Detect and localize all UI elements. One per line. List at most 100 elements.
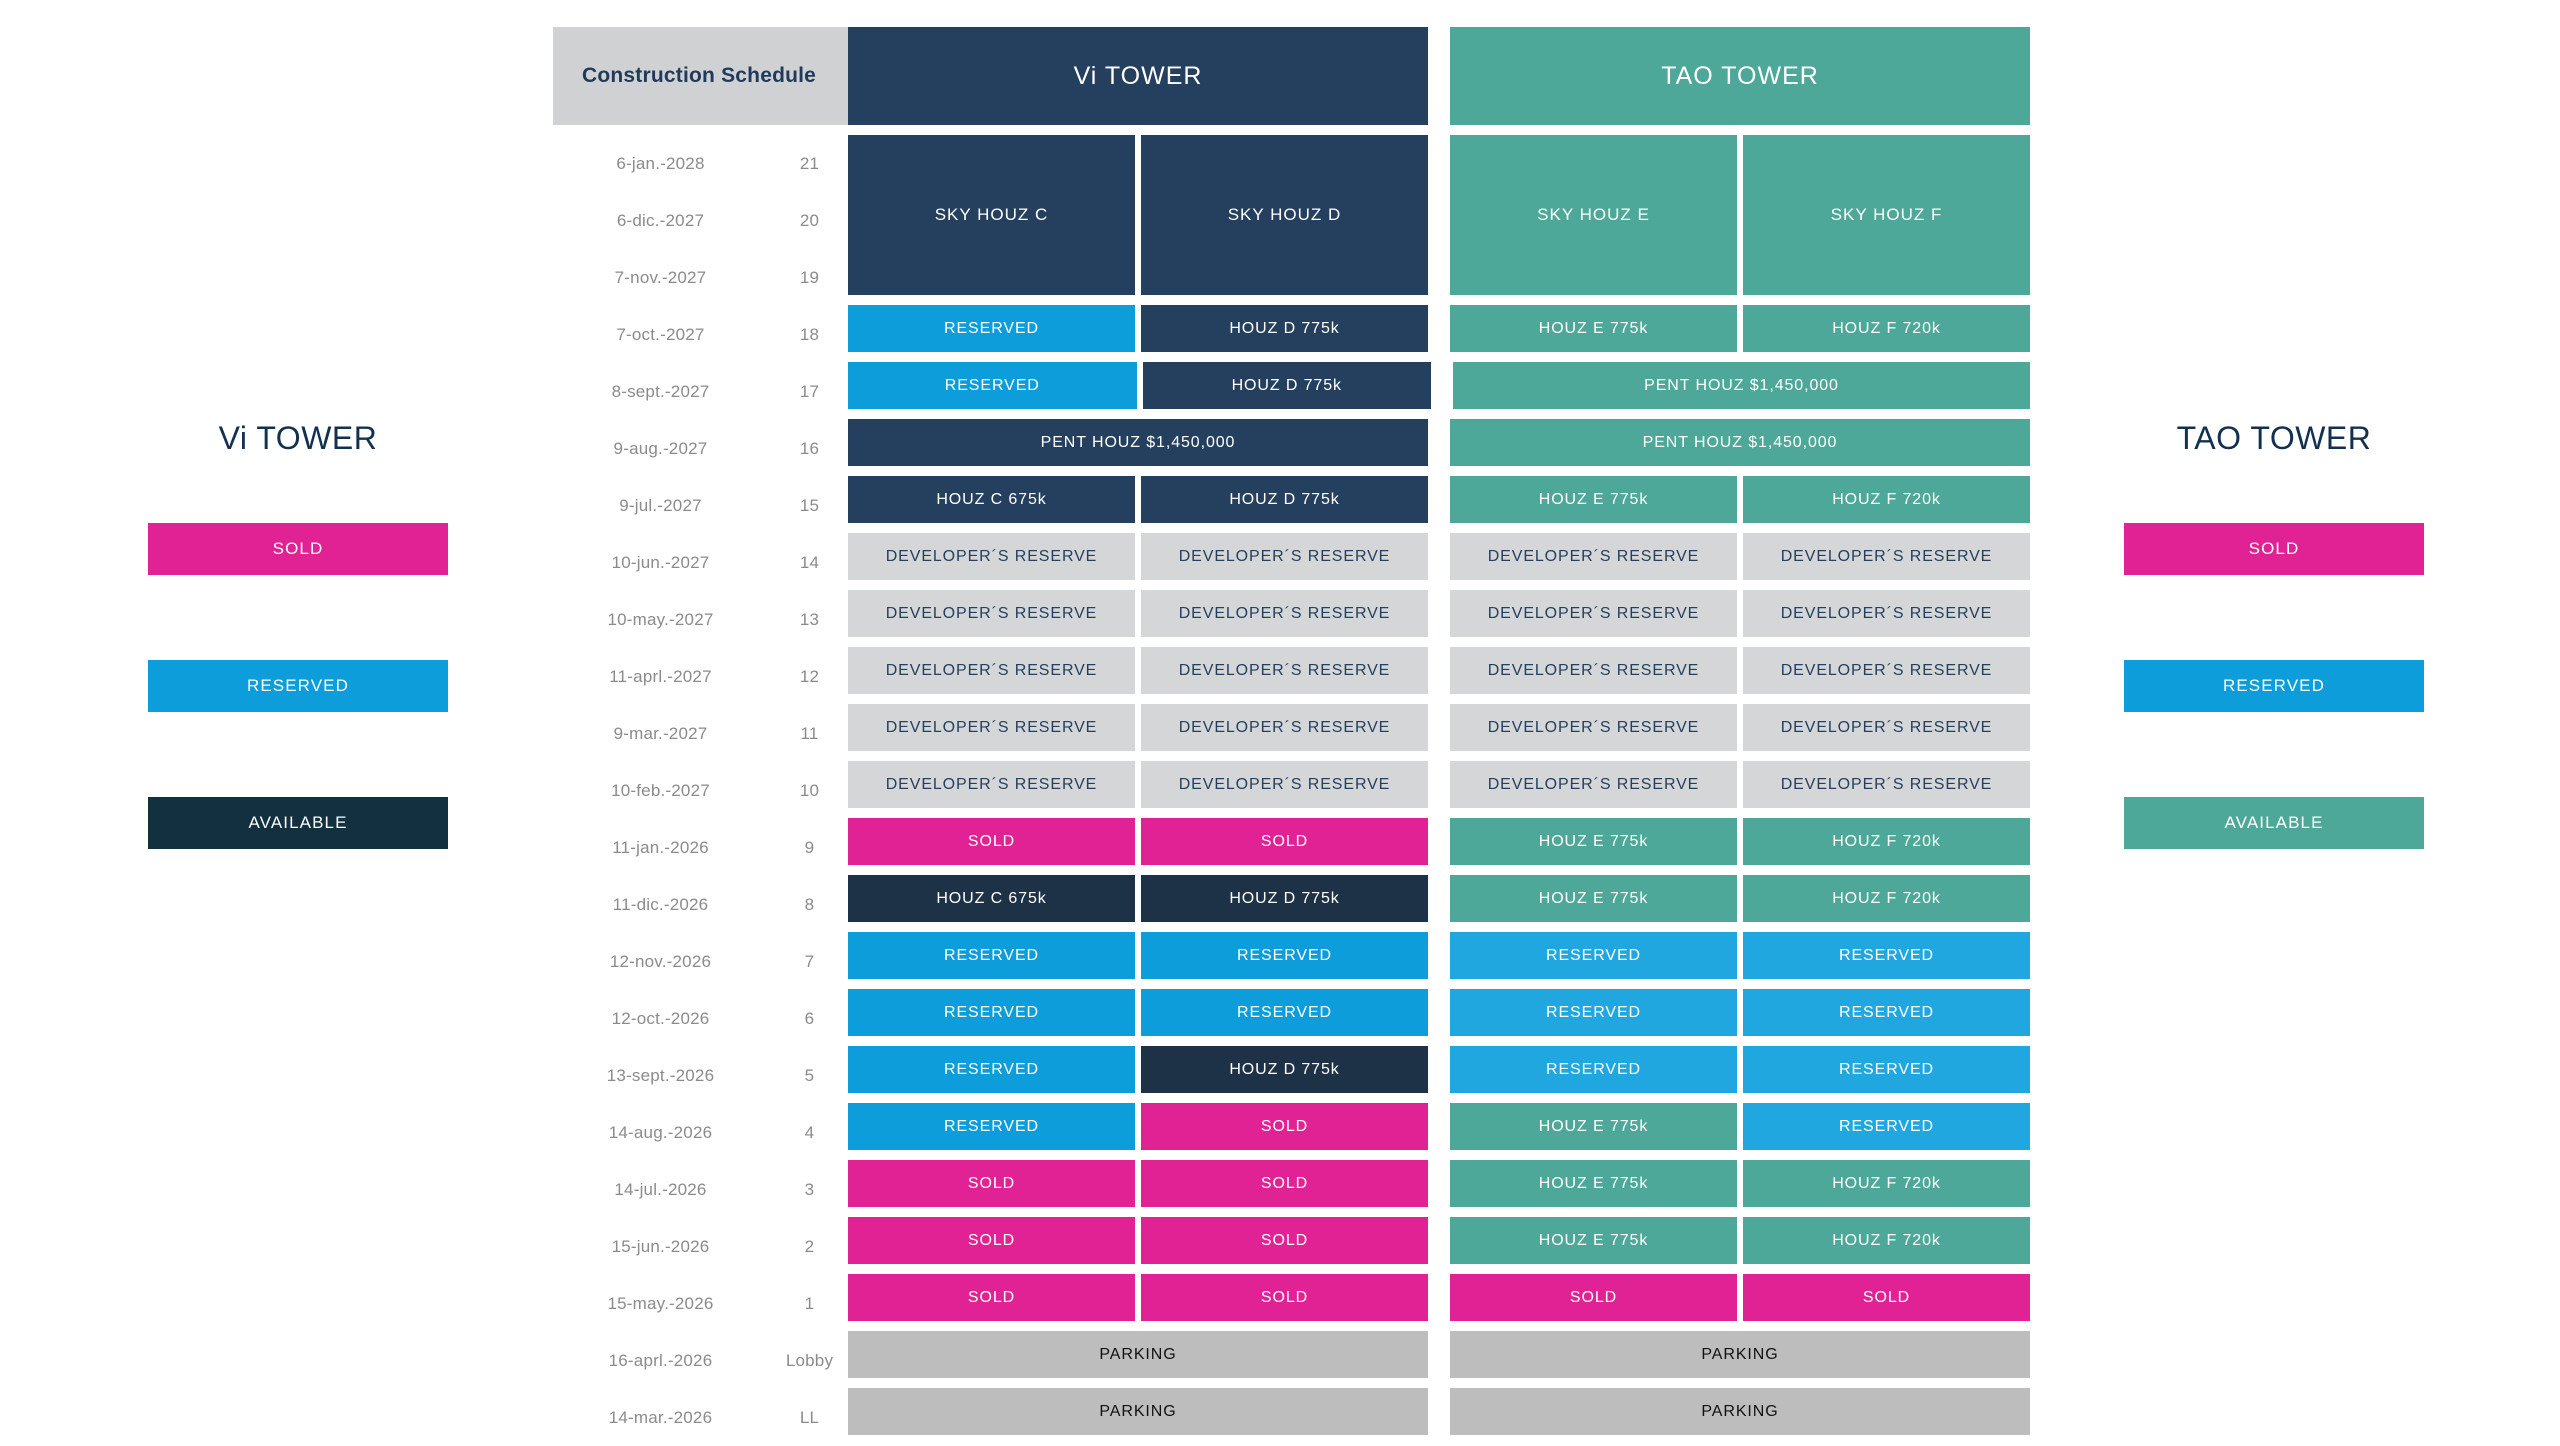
unit-cell[interactable]: PARKING (1450, 1331, 2030, 1378)
unit-cell[interactable]: RESERVED (1743, 989, 2030, 1036)
unit-cell[interactable]: HOUZ F 720k (1743, 818, 2030, 865)
legend-tao-swatch-available[interactable]: AVAILABLE (2124, 797, 2424, 849)
unit-cell[interactable]: DEVELOPER´S RESERVE (848, 647, 1135, 694)
unit-cell[interactable]: PENT HOUZ $1,450,000 (1453, 362, 2030, 409)
unit-cell[interactable]: SOLD (1141, 1160, 1428, 1207)
unit-cell[interactable]: RESERVED (848, 362, 1137, 409)
legend-vi-swatch-available[interactable]: AVAILABLE (148, 797, 448, 849)
unit-cell[interactable]: RESERVED (1450, 932, 1737, 979)
unit-cell[interactable]: SOLD (848, 1217, 1135, 1264)
unit-cell[interactable]: PENT HOUZ $1,450,000 (1450, 419, 2030, 466)
unit-cell[interactable]: RESERVED (1141, 989, 1428, 1036)
schedule-date: 7-nov.-2027 (614, 267, 707, 287)
unit-cell[interactable]: HOUZ F 720k (1743, 1217, 2030, 1264)
unit-cell[interactable]: DEVELOPER´S RESERVE (1450, 704, 1737, 751)
legend-tao-tower: TAO TOWER SOLD RESERVED AVAILABLE (2124, 420, 2424, 849)
unit-cell[interactable]: DEVELOPER´S RESERVE (1743, 647, 2030, 694)
unit-cell[interactable]: SOLD (1141, 1274, 1428, 1321)
unit-cell[interactable]: DEVELOPER´S RESERVE (1743, 704, 2030, 751)
legend-tao-swatch-reserved[interactable]: RESERVED (2124, 660, 2424, 712)
unit-cell[interactable]: HOUZ C 675k (848, 476, 1135, 523)
unit-cell[interactable]: DEVELOPER´S RESERVE (1141, 761, 1428, 808)
unit-cell[interactable]: SOLD (848, 1274, 1135, 1321)
unit-cell[interactable]: HOUZ F 720k (1743, 305, 2030, 352)
legend-tao-label-sold: SOLD (2248, 539, 2300, 558)
sky-houz-f-cell[interactable]: SKY HOUZ F (1743, 135, 2030, 295)
legend-vi-swatch-sold[interactable]: SOLD (148, 523, 448, 575)
unit-cell-label: DEVELOPER´S RESERVE (1487, 718, 1700, 736)
schedule-date: 14-jul.-2026 (614, 1179, 707, 1199)
unit-cell[interactable]: DEVELOPER´S RESERVE (1450, 533, 1737, 580)
unit-cell-label: DEVELOPER´S RESERVE (885, 775, 1098, 793)
unit-cell[interactable]: SOLD (1141, 818, 1428, 865)
unit-cell[interactable]: HOUZ F 720k (1743, 1160, 2030, 1207)
unit-cell[interactable]: HOUZ F 720k (1743, 875, 2030, 922)
unit-cell[interactable]: RESERVED (1743, 932, 2030, 979)
unit-cell[interactable]: HOUZ D 775k (1142, 362, 1431, 409)
unit-cell[interactable]: RESERVED (848, 932, 1135, 979)
unit-cell[interactable]: HOUZ F 720k (1743, 476, 2030, 523)
unit-cell[interactable]: HOUZ E 775k (1450, 1217, 1737, 1264)
unit-cell[interactable]: RESERVED (848, 1046, 1135, 1093)
unit-cell[interactable]: PARKING (1450, 1388, 2030, 1435)
unit-cell[interactable]: DEVELOPER´S RESERVE (1743, 761, 2030, 808)
unit-cell[interactable]: DEVELOPER´S RESERVE (1743, 590, 2030, 637)
schedule-date: 15-may.-2026 (607, 1293, 714, 1313)
unit-cell[interactable]: DEVELOPER´S RESERVE (1450, 647, 1737, 694)
unit-cell[interactable]: RESERVED (1450, 989, 1737, 1036)
unit-cell[interactable]: DEVELOPER´S RESERVE (848, 533, 1135, 580)
tower-gap-divider (1434, 1274, 1444, 1321)
unit-cell[interactable]: RESERVED (1743, 1046, 2030, 1093)
unit-cell[interactable]: RESERVED (848, 989, 1135, 1036)
unit-cell[interactable]: HOUZ E 775k (1450, 818, 1737, 865)
unit-cell[interactable]: HOUZ D 775k (1141, 305, 1428, 352)
unit-cell[interactable]: DEVELOPER´S RESERVE (848, 761, 1135, 808)
unit-cell-label: RESERVED (1546, 946, 1641, 964)
unit-cell-label: DEVELOPER´S RESERVE (885, 661, 1098, 679)
unit-cell-label: RESERVED (1546, 1060, 1641, 1078)
unit-cell[interactable]: DEVELOPER´S RESERVE (1141, 647, 1428, 694)
unit-cell[interactable]: SOLD (848, 818, 1135, 865)
unit-cell[interactable]: RESERVED (1141, 932, 1428, 979)
unit-cell[interactable]: RESERVED (848, 305, 1135, 352)
unit-cell[interactable]: DEVELOPER´S RESERVE (1141, 533, 1428, 580)
unit-cell[interactable]: DEVELOPER´S RESERVE (848, 704, 1135, 751)
unit-cell[interactable]: DEVELOPER´S RESERVE (1450, 590, 1737, 637)
unit-cell-label: RESERVED (1839, 1003, 1934, 1021)
tower-gap-divider (1434, 932, 1444, 979)
unit-cell[interactable]: SOLD (1141, 1217, 1428, 1264)
unit-cell[interactable]: DEVELOPER´S RESERVE (1141, 704, 1428, 751)
schedule-floor: 10 (799, 780, 820, 800)
sky-houz-e-cell[interactable]: SKY HOUZ E (1450, 135, 1737, 295)
legend-vi-swatch-reserved[interactable]: RESERVED (148, 660, 448, 712)
sky-houz-d-cell[interactable]: SKY HOUZ D (1141, 135, 1428, 295)
unit-cell-label: PARKING (1099, 1345, 1177, 1363)
unit-cell[interactable]: HOUZ D 775k (1141, 875, 1428, 922)
unit-cell[interactable]: RESERVED (1450, 1046, 1737, 1093)
unit-cell[interactable]: PENT HOUZ $1,450,000 (848, 419, 1428, 466)
unit-cell[interactable]: HOUZ E 775k (1450, 1160, 1737, 1207)
unit-cell[interactable]: HOUZ E 775k (1450, 1103, 1737, 1150)
sky-houz-c-cell[interactable]: SKY HOUZ C (848, 135, 1135, 295)
unit-cell[interactable]: HOUZ E 775k (1450, 305, 1737, 352)
unit-cell[interactable]: SOLD (1743, 1274, 2030, 1321)
legend-tao-swatch-sold[interactable]: SOLD (2124, 523, 2424, 575)
unit-cell[interactable]: DEVELOPER´S RESERVE (1743, 533, 2030, 580)
unit-cell[interactable]: PARKING (848, 1388, 1428, 1435)
unit-cell[interactable]: DEVELOPER´S RESERVE (1450, 761, 1737, 808)
unit-cell[interactable]: HOUZ E 775k (1450, 875, 1737, 922)
unit-cell-label: SOLD (1260, 1231, 1309, 1249)
unit-cell[interactable]: HOUZ E 775k (1450, 476, 1737, 523)
unit-cell[interactable]: RESERVED (1743, 1103, 2030, 1150)
unit-cell[interactable]: HOUZ C 675k (848, 875, 1135, 922)
unit-cell[interactable]: RESERVED (848, 1103, 1135, 1150)
unit-cell[interactable]: HOUZ D 775k (1141, 476, 1428, 523)
unit-cell[interactable]: DEVELOPER´S RESERVE (848, 590, 1135, 637)
unit-cell[interactable]: PARKING (848, 1331, 1428, 1378)
unit-cell[interactable]: SOLD (1141, 1103, 1428, 1150)
unit-cell[interactable]: HOUZ D 775k (1141, 1046, 1428, 1093)
unit-cell[interactable]: SOLD (848, 1160, 1135, 1207)
unit-cell[interactable]: SOLD (1450, 1274, 1737, 1321)
unit-cell[interactable]: DEVELOPER´S RESERVE (1141, 590, 1428, 637)
